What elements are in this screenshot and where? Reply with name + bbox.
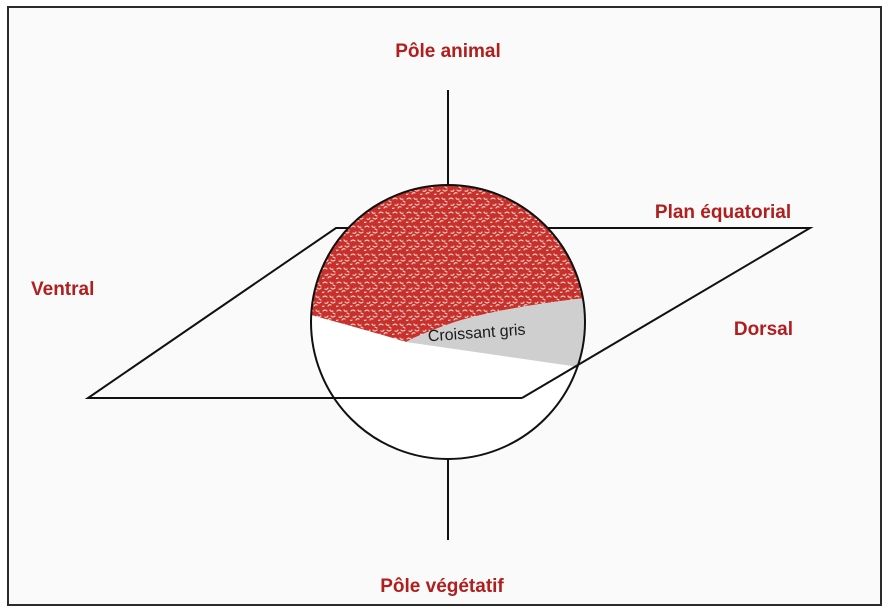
equatorial-plane-label: Plan équatorial (655, 202, 791, 223)
vegetal-pole-label: Pôle végétatif (380, 576, 504, 597)
animal-pole-label: Pôle animal (395, 41, 501, 62)
dorsal-label: Dorsal (734, 319, 793, 340)
ventral-label: Ventral (31, 279, 94, 300)
